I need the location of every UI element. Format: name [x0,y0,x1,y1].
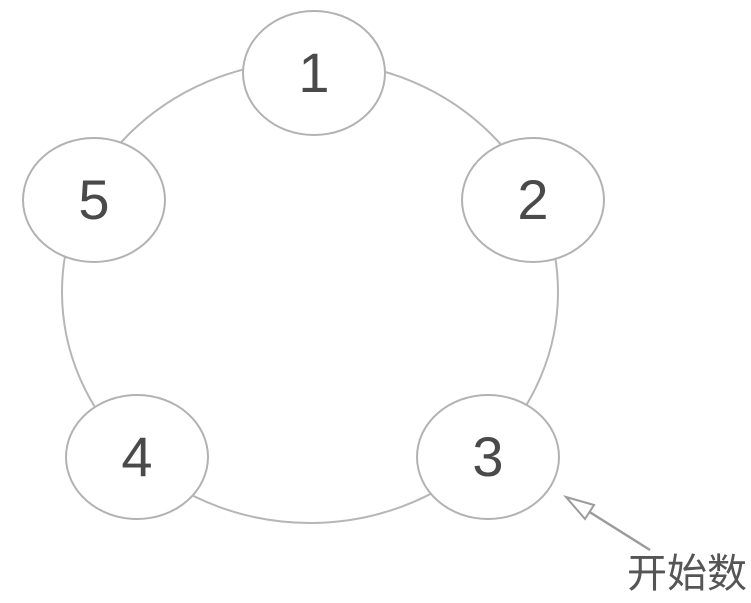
number-node-label: 2 [517,168,549,231]
arrow-shaft [587,509,651,552]
arrow-head-icon [563,495,596,521]
number-node-label: 3 [472,425,504,488]
number-node-label: 4 [121,425,153,488]
number-node-1: 1 [242,10,386,136]
number-node-label: 1 [298,41,330,104]
number-node-4: 4 [65,394,209,520]
number-node-3: 3 [416,394,560,520]
start-counting-label: 开始数 [627,552,747,596]
start-arrow [563,495,651,552]
number-node-label: 5 [78,168,110,231]
number-node-5: 5 [22,137,166,263]
number-node-2: 2 [461,137,605,263]
